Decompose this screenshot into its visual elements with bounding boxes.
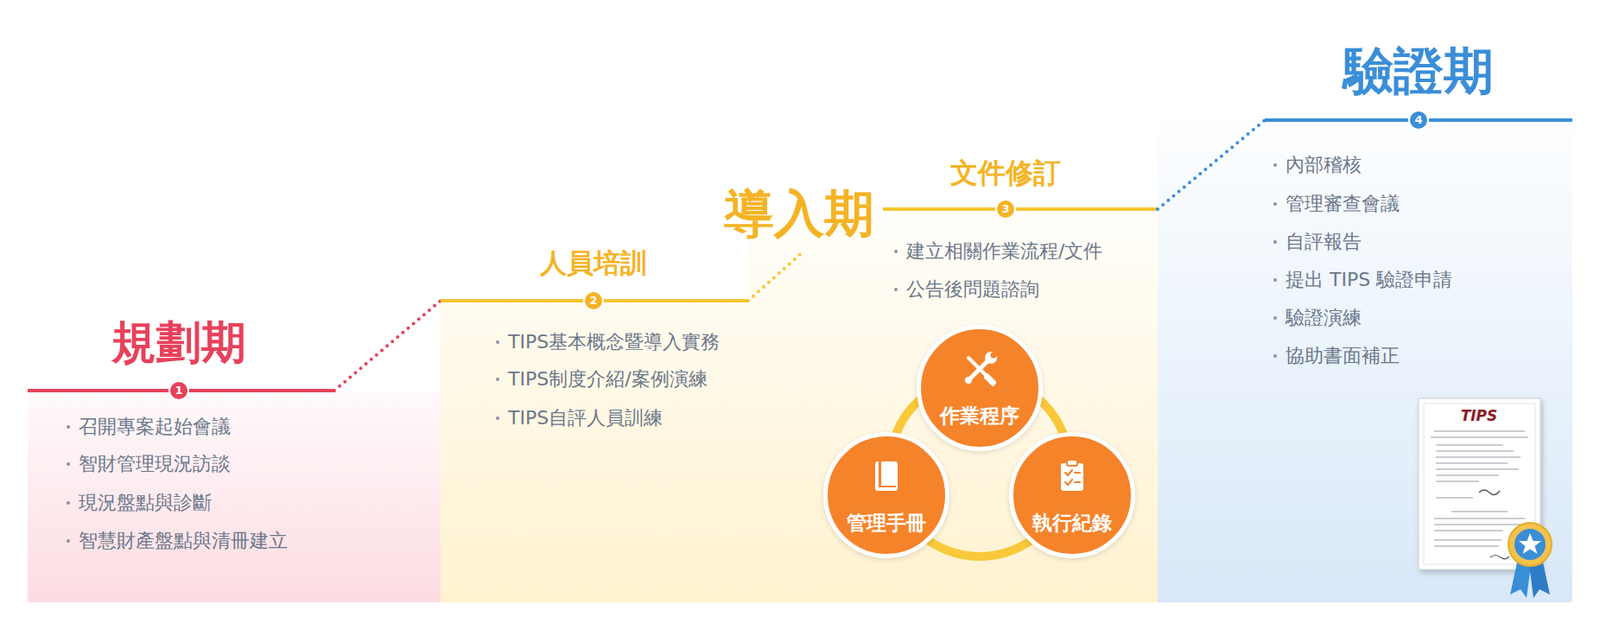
bullet-dot xyxy=(66,539,70,543)
bullet-item: TIPS制度介紹/案例演練 xyxy=(507,367,708,392)
stage-dots xyxy=(334,300,441,391)
bullet-item: 公告後問題諮詢 xyxy=(906,277,1040,302)
phase-band: 驗證期內部稽核管理審查會議自評報告提出 TIPS 驗證申請驗證演練協助書面補正 xyxy=(1157,120,1573,603)
step-dot xyxy=(584,291,604,311)
bullet-dot xyxy=(495,377,500,381)
process-circle: 作業程序 xyxy=(916,324,1043,451)
step-number: 2 xyxy=(589,293,597,308)
bullet-dot xyxy=(66,462,70,466)
bullet-item: 現況盤點與診斷 xyxy=(78,490,212,515)
bullet-item: 智慧財產盤點與清冊建立 xyxy=(78,528,288,553)
stage-line xyxy=(882,207,1158,211)
bullet-dot xyxy=(1273,240,1277,244)
bullet-dot xyxy=(1273,202,1277,206)
step-dot xyxy=(1409,110,1429,130)
phase-heading: 導入期 xyxy=(723,186,875,242)
stage-dots xyxy=(1157,120,1265,210)
bullet-dot xyxy=(1273,163,1277,167)
bullet-dot xyxy=(1273,316,1277,320)
circle-label: 執行紀錄 xyxy=(1013,510,1131,535)
bullet-item: 建立相關作業流程/文件 xyxy=(906,239,1103,264)
step-number: 1 xyxy=(174,383,183,398)
phase-heading: 人員培訓 xyxy=(539,247,648,278)
stage-dots xyxy=(748,251,804,301)
bullet-dot xyxy=(1273,278,1277,282)
bullet-dot xyxy=(894,287,898,292)
band-ground xyxy=(440,209,1158,603)
bullet-dot xyxy=(66,501,70,505)
step-number: 3 xyxy=(1001,202,1010,216)
bullet-item: 驗證演練 xyxy=(1285,305,1362,331)
step-dot xyxy=(169,380,189,400)
phase-band: 導入期人員培訓TIPS基本概念暨導入實務TIPS制度介紹/案例演練TIPS自評人… xyxy=(440,209,1158,603)
phase-heading: 規劃期 xyxy=(111,317,247,368)
bullet-dot xyxy=(1273,354,1277,358)
award-badge xyxy=(1508,522,1552,598)
process-circle: 執行紀錄 xyxy=(1009,431,1136,559)
process-circle: 管理手冊 xyxy=(823,431,950,559)
phase-band: 規劃期召開專案起始會議智財管理現況訪談現況盤點與診斷智慧財產盤點與清冊建立 xyxy=(27,390,441,603)
certificate-logo: TIPS xyxy=(1460,406,1499,425)
phase-band: 人員培訓TIPS基本概念暨導入實務TIPS制度介紹/案例演練TIPS自評人員訓練 xyxy=(440,300,749,603)
bullet-item: 自評報告 xyxy=(1285,229,1362,254)
bullet-dot xyxy=(495,340,500,344)
phase-band: 文件修訂建立相關作業流程/文件公告後問題諮詢作業程序管理手冊執行紀錄 xyxy=(748,209,1158,603)
bullet-dot xyxy=(495,416,500,420)
bullet-dot xyxy=(66,425,70,429)
band-ground xyxy=(27,390,441,603)
step-dot xyxy=(996,199,1016,219)
bullet-item: TIPS自評人員訓練 xyxy=(507,406,663,431)
circle-label: 管理手冊 xyxy=(827,510,946,535)
bullet-item: TIPS基本概念暨導入實務 xyxy=(507,330,720,355)
bullet-item: 協助書面補正 xyxy=(1285,343,1400,369)
bullet-item: 提出 TIPS 驗證申請 xyxy=(1285,267,1453,293)
bullet-dot xyxy=(894,249,898,254)
phase-heading: 文件修訂 xyxy=(950,158,1061,189)
phase-heading: 驗證期 xyxy=(1343,44,1494,100)
band-ground xyxy=(1157,120,1573,603)
circle-label: 作業程序 xyxy=(920,403,1039,428)
step-number: 4 xyxy=(1414,113,1423,127)
bullet-item: 智財管理現況訪談 xyxy=(78,451,231,477)
bullet-item: 管理審查會議 xyxy=(1285,191,1400,216)
bullet-item: 內部稽核 xyxy=(1285,152,1362,178)
bullet-item: 召開專案起始會議 xyxy=(78,414,231,439)
